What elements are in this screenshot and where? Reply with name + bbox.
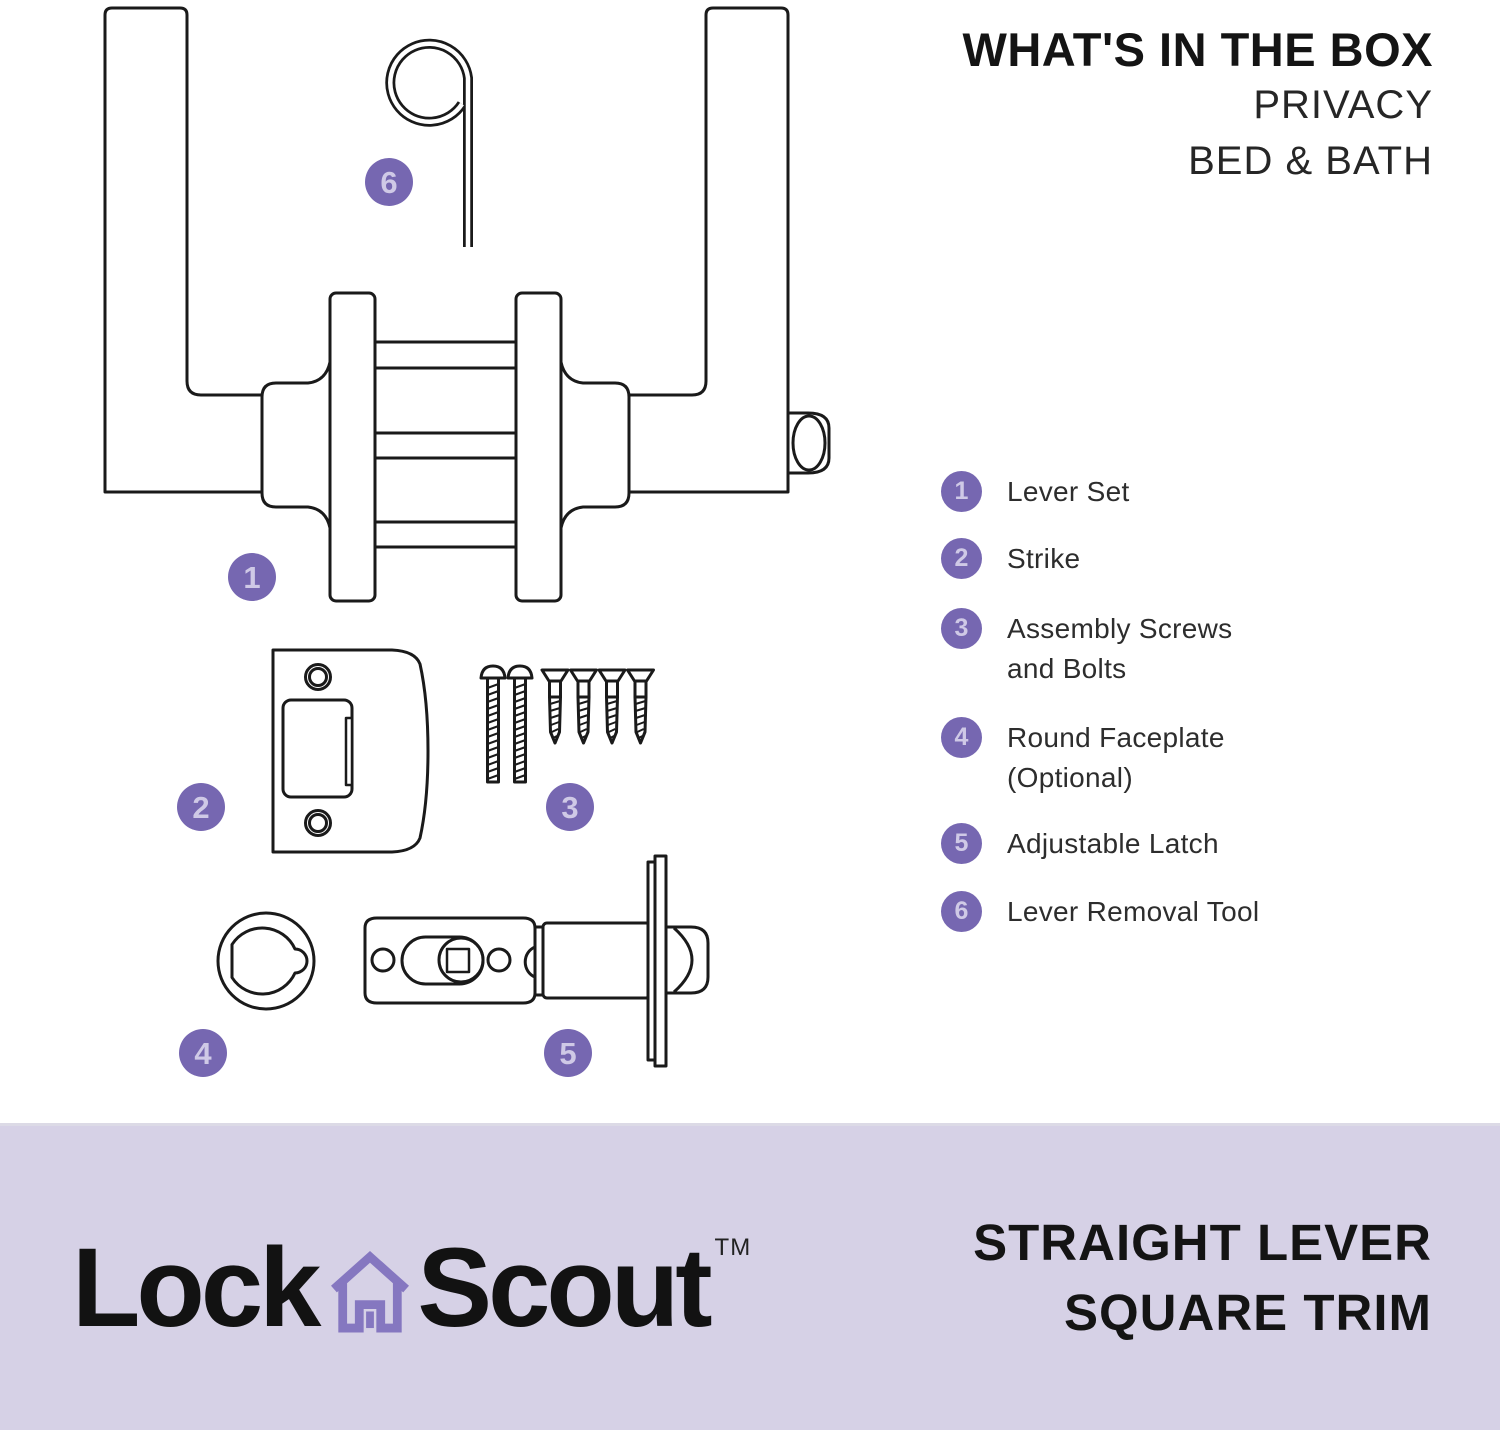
brand-logo: Lock Scout TM	[72, 1232, 751, 1344]
legend-label-3: Assembly Screws and Bolts	[1007, 613, 1233, 684]
badge-5: 5	[544, 1029, 592, 1077]
house-icon	[331, 1250, 410, 1333]
legend-badge-2: 2	[941, 538, 982, 579]
page-title: WHAT'S IN THE BOX	[962, 23, 1433, 76]
legend-label-5: Adjustable Latch	[1007, 828, 1219, 859]
legend-item-faceplate: 4 Round Faceplate (Optional)	[941, 717, 1225, 798]
subtitle-privacy: PRIVACY	[1253, 83, 1433, 127]
title-block: WHAT'S IN THE BOX PRIVACY BED & BATH	[962, 22, 1433, 189]
footer-band: Lock Scout TM STRAIGHT LEVER SQUARE TRIM	[0, 1123, 1500, 1430]
badge-3-number: 3	[561, 790, 578, 825]
badge-1-number: 1	[243, 560, 260, 595]
lever-removal-tool-drawing	[385, 38, 473, 247]
assembly-screws-drawing	[479, 664, 655, 784]
trademark-symbol: TM	[714, 1234, 752, 1261]
legend-badge-1: 1	[941, 471, 982, 512]
badge-6-number: 6	[380, 165, 397, 200]
brand-word-lock: Lock	[72, 1225, 321, 1350]
lever-set-drawing	[103, 6, 831, 603]
diagram-badges: 1 2 3 4 5 6	[177, 158, 594, 1077]
badge-2: 2	[177, 783, 225, 831]
legend-label-6: Lever Removal Tool	[1007, 896, 1260, 927]
legend-item-lever-set: 1 Lever Set	[941, 471, 1130, 512]
product-line-1: STRAIGHT LEVER	[973, 1214, 1432, 1271]
legend-badge-3: 3	[941, 608, 982, 649]
legend-label-1: Lever Set	[1007, 476, 1130, 507]
legend-item-screws: 3 Assembly Screws and Bolts	[941, 608, 1232, 689]
legend-item-strike: 2 Strike	[941, 538, 1080, 579]
legend-item-removal-tool: 6 Lever Removal Tool	[941, 891, 1259, 932]
badge-3: 3	[546, 783, 594, 831]
product-name: STRAIGHT LEVER SQUARE TRIM	[973, 1208, 1432, 1348]
badge-2-number: 2	[192, 790, 209, 825]
badge-4-number: 4	[194, 1036, 212, 1071]
brand-word-scout: Scout	[417, 1225, 712, 1350]
badge-5-number: 5	[559, 1036, 576, 1071]
product-line-2: SQUARE TRIM	[1064, 1284, 1432, 1341]
badge-1: 1	[228, 553, 276, 601]
legend-badge-4: 4	[941, 717, 982, 758]
legend-label-4: Round Faceplate (Optional)	[1007, 722, 1225, 793]
adjustable-latch-drawing	[363, 854, 710, 1068]
round-faceplate-drawing	[216, 911, 316, 1011]
legend-badge-6: 6	[941, 891, 982, 932]
parts-diagram: 1 2 3 4 5 6	[103, 6, 831, 1077]
legend-item-latch: 5 Adjustable Latch	[941, 823, 1219, 864]
badge-4: 4	[179, 1029, 227, 1077]
strike-drawing	[271, 648, 430, 854]
legend-badge-5: 5	[941, 823, 982, 864]
legend-label-2: Strike	[1007, 543, 1081, 574]
subtitle-bed-bath: BED & BATH	[1188, 139, 1433, 183]
badge-6: 6	[365, 158, 413, 206]
